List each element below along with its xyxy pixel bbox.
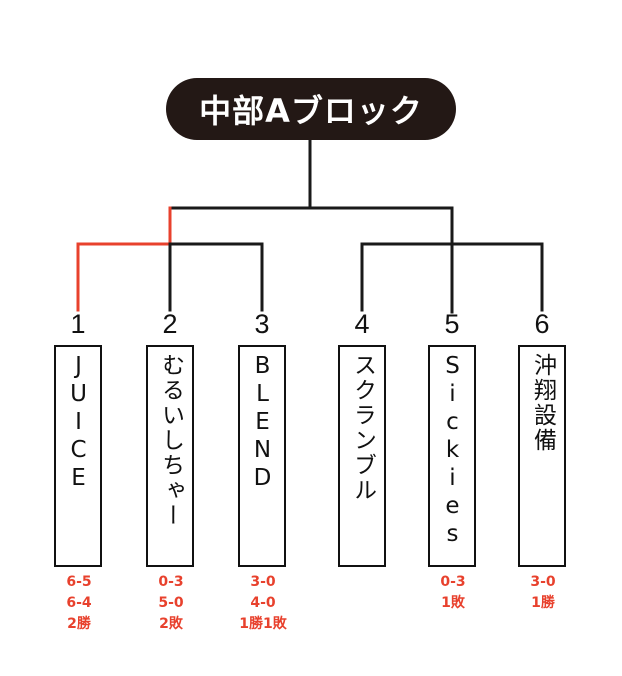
team-name: Sickies: [439, 353, 466, 549]
record-line: 1勝1敗: [239, 616, 287, 632]
seed-number: 1: [70, 309, 86, 339]
team-box: むるいしちゃー: [146, 345, 194, 567]
record-line: 3-0: [250, 574, 276, 590]
team-box: JUICE: [54, 345, 102, 567]
seed-number: 3: [254, 309, 270, 339]
team-box: Sickies: [428, 345, 476, 567]
block-title: 中部Aブロック: [166, 78, 456, 140]
team-box: BLEND: [238, 345, 286, 567]
seed-number: 5: [444, 309, 460, 339]
team-name: JUICE: [65, 353, 92, 493]
record-line: 1敗: [441, 595, 465, 611]
record-line: 4-0: [250, 595, 276, 611]
team-box: スクランブル: [338, 345, 386, 567]
seed-number: 2: [162, 309, 178, 339]
record-line: 6-4: [66, 595, 92, 611]
record-line: 0-3: [440, 574, 466, 590]
record-line: 2勝: [67, 616, 91, 632]
team-name: 沖翔設備: [529, 353, 556, 453]
seed-number: 6: [534, 309, 550, 339]
record-line: 5-0: [158, 595, 184, 611]
record-line: 1勝: [531, 595, 555, 611]
team-name: BLEND: [249, 353, 276, 493]
team-record: 0-3 1敗: [408, 572, 498, 614]
team-record: 3-0 4-0 1勝1敗: [218, 572, 308, 635]
team-record: 6-5 6-4 2勝: [34, 572, 124, 635]
team-name: スクランブル: [349, 353, 376, 503]
team-name: むるいしちゃー: [157, 353, 184, 528]
team-record: 3-0 1勝: [498, 572, 588, 614]
team-box: 沖翔設備: [518, 345, 566, 567]
team-record: 0-3 5-0 2敗: [126, 572, 216, 635]
record-line: 0-3: [158, 574, 184, 590]
record-line: 6-5: [66, 574, 92, 590]
record-line: 2敗: [159, 616, 183, 632]
record-line: 3-0: [530, 574, 556, 590]
seed-number: 4: [354, 309, 370, 339]
